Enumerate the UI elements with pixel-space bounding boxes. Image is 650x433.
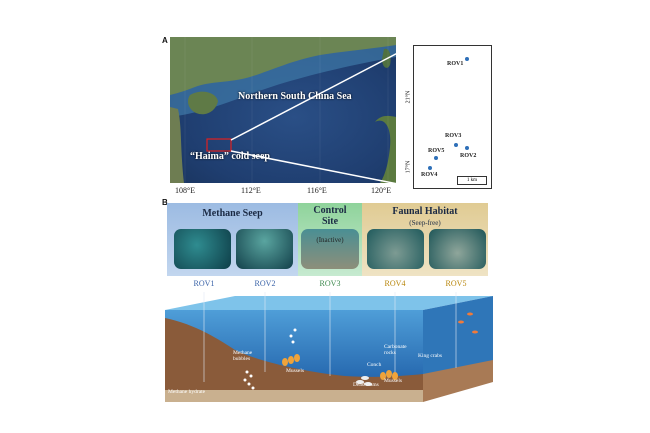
- sea-label: Northern South China Sea: [238, 91, 352, 102]
- rov4-point: [428, 166, 432, 170]
- lon-tick-112: 112°E: [241, 186, 261, 195]
- panel-b-letter: B: [162, 198, 168, 207]
- mussels-left-label: Mussels: [286, 368, 305, 374]
- methane-seep-title: Methane Seep: [202, 208, 263, 219]
- methane-bubbles-label: Methane bubbles: [233, 350, 253, 362]
- rov1-photo: [174, 229, 231, 269]
- rov-inset-map: 21°N 17°N ROV1 ROV3 ROV2 ROV5 ROV4 1 km: [405, 45, 492, 189]
- rov5-photo: [429, 229, 486, 269]
- faunal-habitat-subtitle: (Seep-free): [409, 219, 441, 227]
- rov4-label: ROV4: [421, 172, 438, 178]
- rov3-photo: [301, 229, 359, 269]
- rov1-point: [465, 57, 469, 61]
- panel-a-letter: A: [162, 36, 168, 45]
- control-site-title: Control Site: [313, 205, 347, 227]
- conch-label: Conch: [367, 362, 382, 368]
- rov2-label: ROV2: [460, 153, 477, 159]
- rov5-site-label: ROV5: [445, 279, 467, 288]
- carbonate-rocks-label: Carbonate rocks: [384, 344, 407, 356]
- lon-tick-116: 116°E: [307, 186, 327, 195]
- king-crabs-label: King crabs: [418, 353, 442, 359]
- rov4-site-label: ROV4: [384, 279, 406, 288]
- lat-tick-17: 17°N: [405, 160, 412, 174]
- rov1-label: ROV1: [447, 61, 464, 67]
- rov3-site-label: ROV3: [319, 279, 341, 288]
- lon-tick-108: 108°E: [175, 186, 196, 195]
- seafloor-block-diagram: [165, 292, 493, 402]
- rov4-photo: [367, 229, 424, 269]
- rov2-point: [465, 146, 469, 150]
- methane-hydrate-label: Methane hydrate: [168, 389, 206, 395]
- scale-bar: 1 km: [457, 176, 487, 185]
- rov2-site-label: ROV2: [254, 279, 276, 288]
- satellite-map: [170, 37, 396, 183]
- rov3-label: ROV3: [445, 133, 462, 139]
- rov3-point: [454, 143, 458, 147]
- rov1-site-label: ROV1: [193, 279, 215, 288]
- control-site-subtitle: (Inactive): [316, 236, 344, 244]
- rov2-photo: [236, 229, 293, 269]
- mussels-right-label: Mussels: [384, 378, 403, 384]
- rov5-label: ROV5: [428, 148, 445, 154]
- lon-tick-120: 120°E: [371, 186, 392, 195]
- faunal-habitat-title: Faunal Habitat: [392, 206, 458, 217]
- lat-tick-21: 21°N: [405, 90, 412, 104]
- seep-label: “Haima” cold seep: [190, 151, 270, 162]
- rov5-point: [434, 156, 438, 160]
- dead-clams-label: Dead clams: [353, 382, 379, 388]
